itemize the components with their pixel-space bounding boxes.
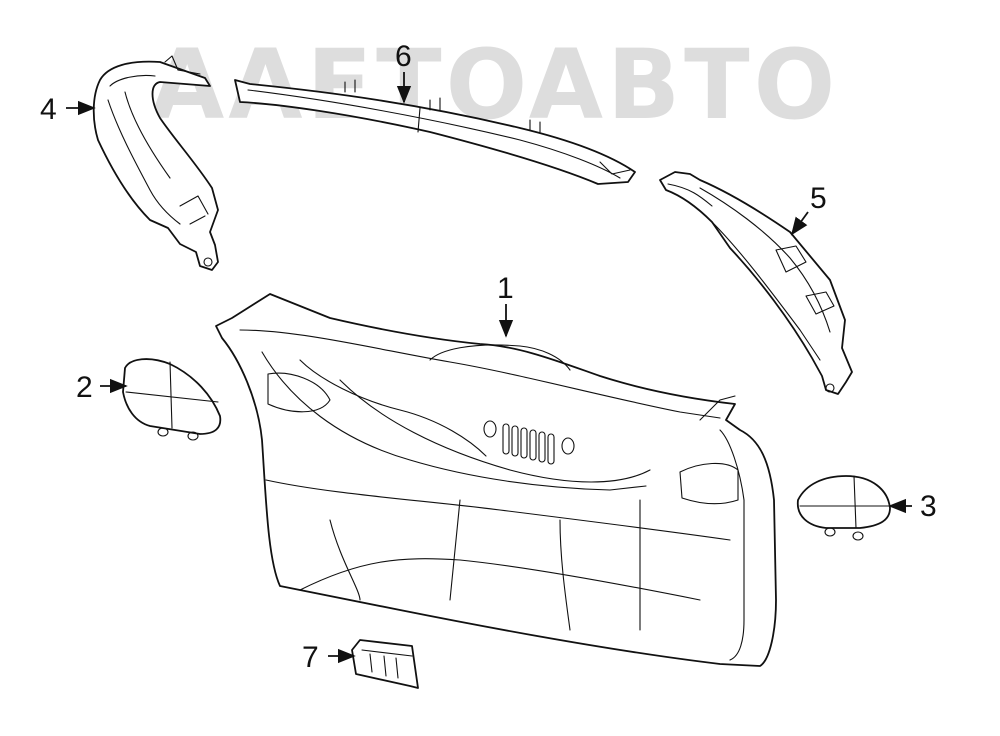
callout-6: 6 [395, 40, 412, 73]
callout-1: 1 [497, 272, 514, 305]
callout-labels: 1 2 3 4 5 6 7 [40, 40, 937, 674]
part-7-clip [351, 639, 419, 689]
leader-lines [66, 72, 912, 664]
callout-7: 7 [302, 641, 319, 674]
callout-2: 2 [76, 371, 93, 404]
callout-4: 4 [40, 93, 57, 126]
leader-5 [790, 211, 809, 236]
part-2-left-cap [122, 358, 222, 441]
callout-3: 3 [920, 490, 937, 523]
part-6-header-trim [234, 79, 636, 185]
part-1-liftgate-panel [215, 293, 777, 667]
part-5-right-pillar-trim [659, 171, 853, 395]
part-4-left-pillar-trim [92, 55, 219, 271]
part-3-right-cap [796, 475, 891, 541]
grille-vent [483, 420, 575, 465]
callout-5: 5 [810, 182, 827, 215]
